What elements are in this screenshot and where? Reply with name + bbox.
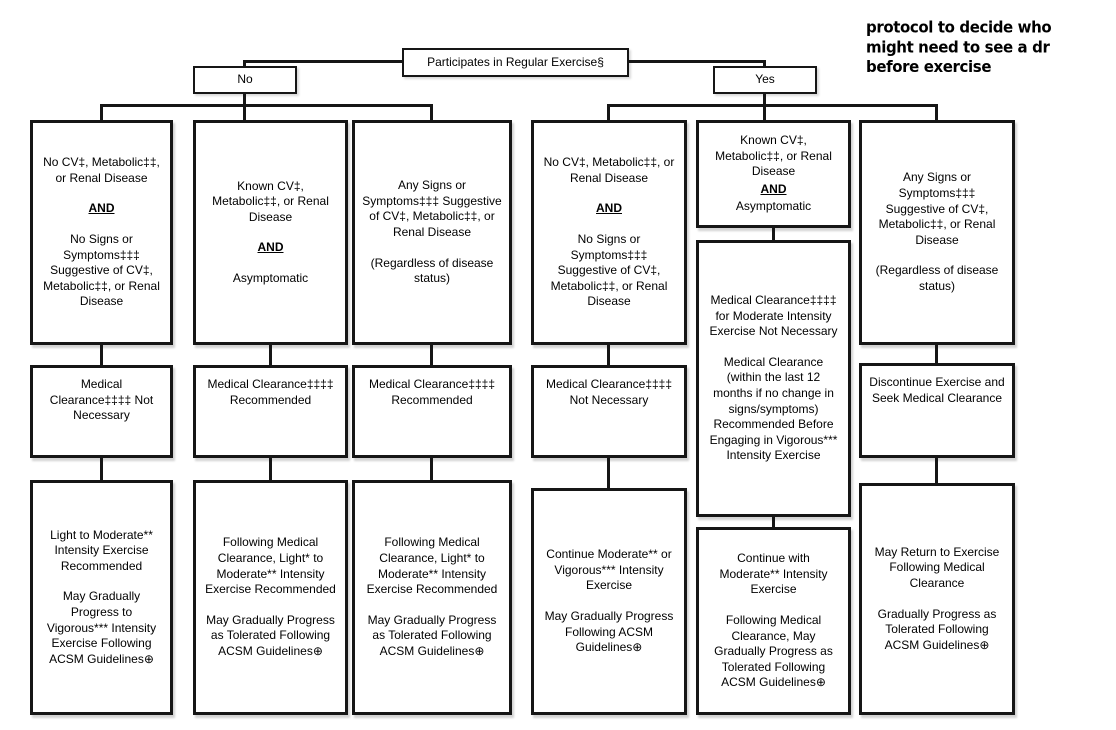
connector xyxy=(245,60,402,63)
condition-text: No Signs or Symptoms‡‡‡ Suggestive of CV… xyxy=(43,231,160,309)
flow-box-root: Participates in Regular Exercise§ xyxy=(402,48,629,77)
connector xyxy=(772,228,775,240)
recommendation-text: Light to Moderate** Intensity Exercise R… xyxy=(50,527,153,573)
flow-box-recommendation-yes-2: Continue with Moderate** Intensity Exerc… xyxy=(696,527,851,715)
clearance-text: Medical Clearance‡‡‡‡ Not Necessary xyxy=(49,377,154,423)
connector xyxy=(607,458,610,488)
flow-box-condition-no-1: No CV‡, Metabolic‡‡, or Renal Disease AN… xyxy=(30,120,173,345)
connector xyxy=(772,517,775,527)
condition-note: (Regardless of disease status) xyxy=(875,263,999,293)
flow-box-condition-yes-1: No CV‡, Metabolic‡‡, or Renal Disease AN… xyxy=(531,120,687,345)
connector xyxy=(430,458,433,480)
connector xyxy=(935,104,938,120)
flow-box-condition-yes-2: Known CV‡, Metabolic‡‡, or Renal Disease… xyxy=(696,120,851,228)
flow-box-condition-yes-3: Any Signs or Symptoms‡‡‡ Suggestive of C… xyxy=(859,120,1015,345)
flow-box-recommendation-no-3: Following Medical Clearance, Light* to M… xyxy=(352,480,512,715)
and-label: AND xyxy=(257,240,284,255)
recommendation-text: Following Medical Clearance, Light* to M… xyxy=(366,535,498,597)
flow-box-recommendation-yes-3: May Return to Exercise Following Medical… xyxy=(859,483,1015,715)
connector xyxy=(430,345,433,365)
flow-box-condition-no-2: Known CV‡, Metabolic‡‡, or Renal Disease… xyxy=(193,120,348,345)
clearance-text: Medical Clearance‡‡‡‡ for Moderate Inten… xyxy=(709,293,838,339)
connector xyxy=(243,60,246,68)
and-label: AND xyxy=(596,201,622,216)
condition-text: No CV‡, Metabolic‡‡, or Renal Disease xyxy=(543,155,675,185)
handwritten-note: protocol to decide who might need to see… xyxy=(866,18,1052,76)
recommendation-text: May Return to Exercise Following Medical… xyxy=(874,544,1000,590)
recommendation-text: Continue Moderate** or Vigorous*** Inten… xyxy=(546,547,672,593)
flow-box-clearance-yes-2: Medical Clearance‡‡‡‡ for Moderate Inten… xyxy=(696,240,851,517)
recommendation-text: Following Medical Clearance, Light* to M… xyxy=(205,535,336,597)
condition-text: Known CV‡, Metabolic‡‡, or Renal Disease xyxy=(212,178,329,224)
branch-yes-label: Yes xyxy=(755,72,775,87)
connector xyxy=(430,104,433,120)
condition-text: No Signs or Symptoms‡‡‡ Suggestive of CV… xyxy=(550,231,668,309)
and-label: AND xyxy=(760,181,787,196)
recommendation-text: May Gradually Progress as Tolerated Foll… xyxy=(367,612,497,658)
condition-text: Known CV‡, Metabolic‡‡, or Renal Disease xyxy=(715,133,832,179)
flow-box-recommendation-yes-1: Continue Moderate** or Vigorous*** Inten… xyxy=(531,488,687,715)
condition-text: Asymptomatic xyxy=(232,270,309,285)
clearance-text: Medical Clearance‡‡‡‡ Not Necessary xyxy=(545,377,673,407)
connector xyxy=(100,104,103,120)
connector xyxy=(269,345,272,365)
connector xyxy=(935,345,938,363)
flow-box-clearance-no-3: Medical Clearance‡‡‡‡ Recommended xyxy=(352,365,512,458)
clearance-text: Medical Clearance (within the last 12 mo… xyxy=(709,354,838,463)
flow-box-clearance-yes-1: Medical Clearance‡‡‡‡ Not Necessary xyxy=(531,365,687,458)
connector xyxy=(763,60,766,68)
recommendation-text: Following Medical Clearance, May Gradual… xyxy=(714,612,833,690)
clearance-text: Medical Clearance‡‡‡‡ Recommended xyxy=(207,377,334,407)
connector xyxy=(607,104,610,120)
flow-box-branch-no: No xyxy=(193,66,297,94)
recommendation-text: Gradually Progress as Tolerated Followin… xyxy=(877,606,997,652)
flow-box-recommendation-no-1: Light to Moderate** Intensity Exercise R… xyxy=(30,480,173,715)
flow-box-recommendation-no-2: Following Medical Clearance, Light* to M… xyxy=(193,480,348,715)
connector xyxy=(935,458,938,483)
flow-box-clearance-yes-3: Discontinue Exercise and Seek Medical Cl… xyxy=(859,363,1015,458)
condition-text: No CV‡, Metabolic‡‡, or Renal Disease xyxy=(43,155,160,185)
connector xyxy=(100,458,103,480)
connector xyxy=(100,345,103,365)
condition-text: Asymptomatic xyxy=(735,199,812,214)
flow-box-condition-no-3: Any Signs or Symptoms‡‡‡ Suggestive of C… xyxy=(352,120,512,345)
connector xyxy=(607,345,610,365)
recommendation-text: Continue with Moderate** Intensity Exerc… xyxy=(719,551,828,597)
flow-box-clearance-no-1: Medical Clearance‡‡‡‡ Not Necessary xyxy=(30,365,173,458)
branch-no-label: No xyxy=(237,72,253,87)
root-label: Participates in Regular Exercise§ xyxy=(427,54,604,69)
clearance-text: Discontinue Exercise and Seek Medical Cl… xyxy=(869,375,1005,405)
connector xyxy=(269,458,272,480)
flow-box-clearance-no-2: Medical Clearance‡‡‡‡ Recommended xyxy=(193,365,348,458)
recommendation-text: May Gradually Progress to Vigorous*** In… xyxy=(46,589,157,666)
flow-box-branch-yes: Yes xyxy=(713,66,817,94)
condition-note: (Regardless of disease status) xyxy=(370,255,494,286)
connector xyxy=(607,104,938,107)
connector xyxy=(628,60,765,63)
condition-text: Any Signs or Symptoms‡‡‡ Suggestive of C… xyxy=(362,178,502,239)
and-label: AND xyxy=(88,201,115,216)
condition-text: Any Signs or Symptoms‡‡‡ Suggestive of C… xyxy=(878,170,996,247)
recommendation-text: May Gradually Progress Following ACSM Gu… xyxy=(544,609,674,655)
connector xyxy=(100,104,433,107)
clearance-text: Medical Clearance‡‡‡‡ Recommended xyxy=(368,377,496,407)
recommendation-text: May Gradually Progress as Tolerated Foll… xyxy=(206,612,335,658)
